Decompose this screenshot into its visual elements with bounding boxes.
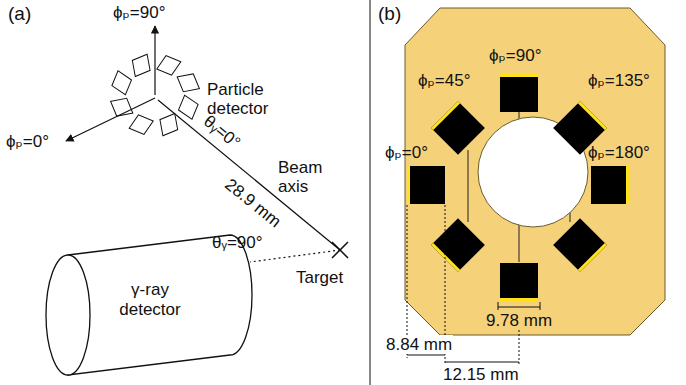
label: 9.78 mm — [486, 311, 552, 330]
label: 12.15 mm — [442, 365, 520, 384]
silicon-pad — [500, 263, 538, 301]
silicon-pad — [431, 218, 485, 272]
gamma-detector-cylinder — [46, 235, 252, 375]
label: (a) — [8, 4, 31, 23]
phi-axis — [154, 26, 155, 95]
label: ϕₚ=45° — [418, 71, 470, 90]
silicon-pad — [500, 74, 538, 112]
label: ϕₚ=135° — [588, 71, 650, 90]
label: Target — [296, 268, 343, 287]
detector-segment — [112, 71, 132, 95]
theta-90-line — [250, 250, 340, 262]
silicon-pad — [431, 101, 485, 155]
detector-segment — [111, 98, 133, 116]
label: 8.84 mm — [385, 335, 453, 354]
label: (b) — [378, 4, 401, 23]
label: ϕₚ=180° — [588, 143, 650, 162]
label: ϕₚ=90° — [113, 3, 165, 22]
detector-segment — [157, 56, 181, 76]
detector-segment — [132, 54, 150, 76]
silicon-pads — [407, 74, 629, 301]
label: ϕₚ=90° — [489, 46, 541, 65]
label: 28.9 mm — [221, 175, 284, 231]
panel-divider — [370, 0, 371, 385]
detector-box: γ-ray detector — [100, 280, 200, 320]
detector-segment — [177, 74, 199, 92]
silicon-pad — [591, 166, 629, 204]
detector-segment — [160, 113, 178, 135]
label: ϕₚ=0° — [6, 132, 49, 151]
label: Beam axis — [278, 158, 328, 196]
label: ϕₚ=0° — [385, 143, 428, 162]
detector-segment — [178, 95, 198, 119]
silicon-pad — [553, 218, 607, 272]
detector-label: γ-ray detector — [100, 280, 200, 320]
detector-segment — [129, 115, 153, 135]
detector-plate — [405, 8, 665, 335]
silicon-pad — [407, 166, 445, 204]
beam-axis — [158, 100, 340, 250]
label: θᵧ=90° — [212, 233, 263, 252]
phi-axis — [66, 98, 155, 141]
label: Particle detector — [207, 80, 287, 118]
